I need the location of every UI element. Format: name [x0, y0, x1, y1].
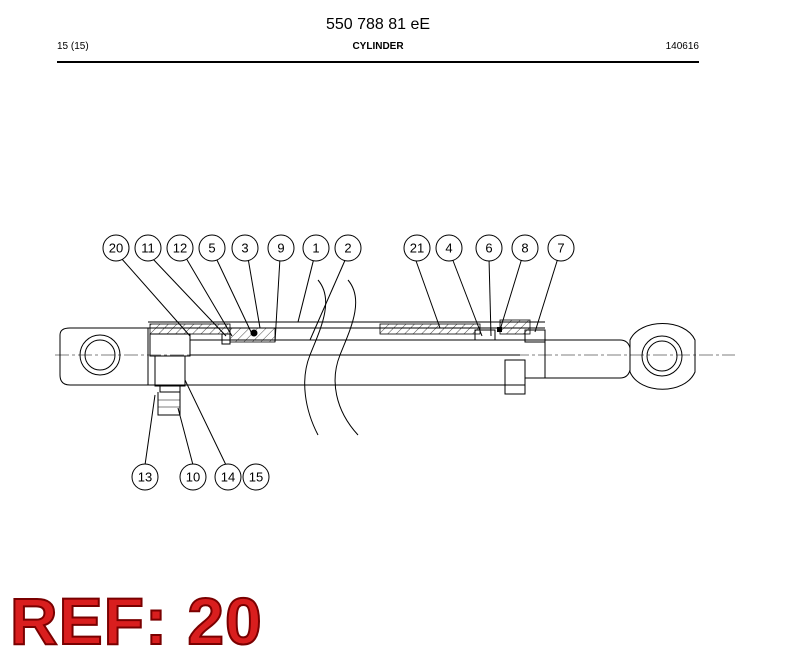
svg-text:2: 2 [344, 241, 351, 256]
piston-seals [221, 327, 276, 345]
svg-text:8: 8 [521, 241, 528, 256]
callout-5: 5 [198, 234, 226, 262]
callout-9: 9 [267, 234, 295, 262]
svg-text:13: 13 [138, 470, 152, 485]
callout-15: 15 [242, 463, 270, 491]
callout-10: 10 [179, 463, 207, 491]
svg-text:14: 14 [221, 470, 235, 485]
ref-label: REF: 20 [9, 584, 263, 658]
callout-11: 11 [134, 234, 162, 262]
section-title: CYLINDER [352, 41, 404, 52]
port-block [149, 333, 191, 416]
callouts-top: 20 11 12 5 3 9 1 2 21 4 6 8 7 [102, 234, 575, 262]
svg-text:15: 15 [249, 470, 263, 485]
callout-7: 7 [547, 234, 575, 262]
svg-text:3: 3 [241, 241, 248, 256]
callout-13: 13 [131, 463, 159, 491]
break-line-left [304, 279, 327, 436]
svg-text:5: 5 [208, 241, 215, 256]
leader-lines [120, 257, 559, 466]
callout-3: 3 [231, 234, 259, 262]
svg-text:11: 11 [141, 241, 155, 256]
svg-text:6: 6 [485, 241, 492, 256]
date-code: 140616 [665, 41, 699, 52]
page-indicator: 15 (15) [57, 41, 89, 52]
callout-6: 6 [475, 234, 503, 262]
right-eye-mount [629, 323, 696, 390]
svg-text:4: 4 [445, 241, 452, 256]
svg-text:20: 20 [109, 241, 123, 256]
callout-20: 20 [102, 234, 130, 262]
svg-text:10: 10 [186, 470, 200, 485]
left-eye-mount [59, 327, 149, 386]
document-number: 550 788 81 eE [325, 16, 431, 33]
gland-assembly [474, 319, 546, 395]
piston-rod [525, 339, 631, 379]
svg-text:21: 21 [410, 241, 424, 256]
callouts-bottom: 13 10 14 15 [131, 463, 270, 491]
callout-1: 1 [302, 234, 330, 262]
callout-21: 21 [403, 234, 431, 262]
callout-2: 2 [334, 234, 362, 262]
callout-4: 4 [435, 234, 463, 262]
svg-text:1: 1 [312, 241, 319, 256]
svg-text:9: 9 [277, 241, 284, 256]
svg-text:7: 7 [557, 241, 564, 256]
svg-text:12: 12 [173, 241, 187, 256]
callout-14: 14 [214, 463, 242, 491]
cylinder-tube [148, 321, 545, 386]
break-line-right [334, 279, 359, 436]
callout-12: 12 [166, 234, 194, 262]
header-rule [57, 61, 699, 63]
callout-8: 8 [511, 234, 539, 262]
